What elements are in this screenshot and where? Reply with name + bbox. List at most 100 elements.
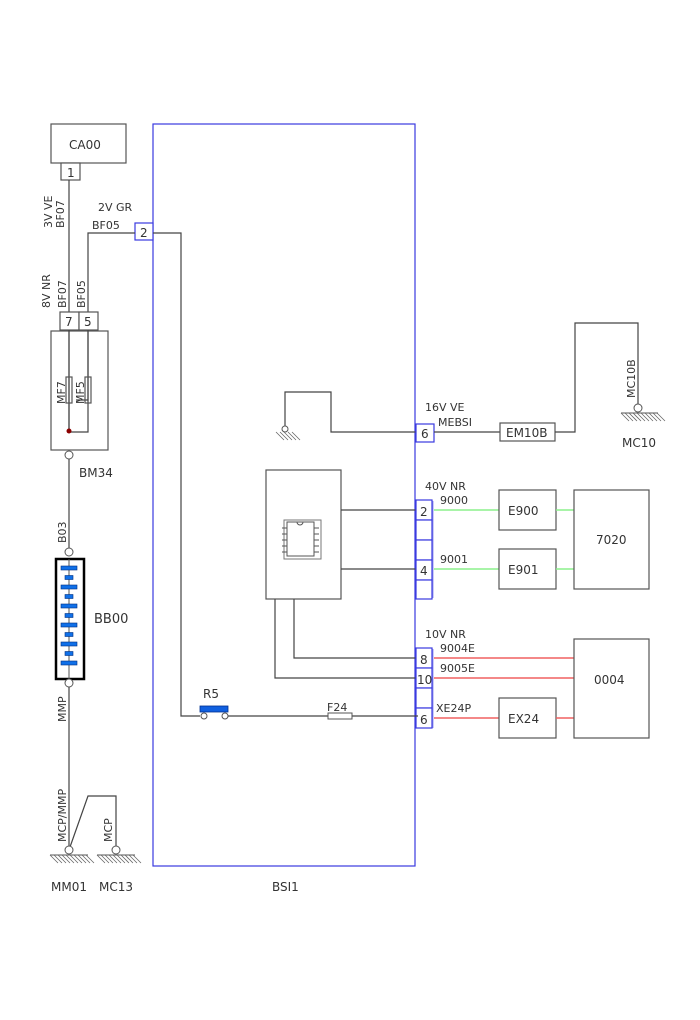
battery-cell <box>64 594 74 599</box>
ground-hatch-line <box>632 412 642 422</box>
fuse-mf7 <box>65 376 73 404</box>
ground-hatch-line <box>61 854 71 864</box>
wire-9004e-label: 9004E <box>440 642 475 655</box>
battery-cell <box>60 641 78 647</box>
ca00-wire-label: BF07 <box>54 200 67 228</box>
bm34-box[interactable] <box>50 330 109 451</box>
conn10-pins <box>415 647 433 729</box>
e900-label: E900 <box>508 504 539 518</box>
bm34-connector-label: 8V NR <box>40 274 53 308</box>
battery-cell <box>60 660 78 666</box>
mc13-label: MC13 <box>99 880 133 894</box>
bm34-wire-b-label: BF05 <box>75 280 88 308</box>
component-em10b[interactable]: EM10B <box>499 422 556 442</box>
ground-hatch-line <box>81 854 91 864</box>
ground-mc10[interactable] <box>620 403 666 422</box>
conn10-pin-b-label: 10 <box>417 673 432 687</box>
bm34-label: BM34 <box>79 466 113 480</box>
ground-mc13[interactable] <box>96 845 142 864</box>
ground-hatch-line <box>104 854 114 864</box>
ex24-label: EX24 <box>508 712 539 726</box>
component-e900[interactable]: E900 <box>498 489 557 531</box>
wire-mc10b-label: MC10B <box>625 359 638 398</box>
battery-cell <box>64 651 74 656</box>
ground-hatch-line <box>65 854 75 864</box>
component-ex24[interactable]: EX24 <box>498 697 557 739</box>
ca00-connector-label: 3V VE <box>42 195 55 228</box>
bb00-label: BB00 <box>94 612 128 627</box>
ground-hatch-line <box>112 854 122 864</box>
battery-bb00[interactable] <box>54 557 86 681</box>
fuse-f24[interactable] <box>327 712 353 720</box>
ground-hatch-line <box>275 431 285 441</box>
bsi-box[interactable] <box>152 123 416 867</box>
ground-hatch-line <box>279 431 289 441</box>
bm34-pin-a-label: 7 <box>65 315 73 329</box>
bsi-top-wire-label: BF05 <box>92 219 120 232</box>
conn40-pin-b-label: 4 <box>420 564 428 578</box>
ca00-pin-box <box>60 162 81 181</box>
wire-9000-label: 9000 <box>440 494 468 507</box>
em10b-label: EM10B <box>506 426 547 440</box>
ground-hatch-line <box>73 854 83 864</box>
ground-hatch-line <box>636 412 646 422</box>
component-0004[interactable]: 0004 <box>573 638 650 739</box>
conn16-pin-box <box>415 423 435 443</box>
wire-b03-label: B03 <box>56 521 69 543</box>
ground-hatch-line <box>648 412 658 422</box>
conn40-pins <box>415 499 433 600</box>
component-ca00[interactable]: CA00 <box>50 123 127 164</box>
ca00-label: CA00 <box>69 138 101 152</box>
ground-hatch-line <box>108 854 118 864</box>
conn40-pin-a-label: 2 <box>420 505 428 519</box>
chip-icon <box>282 519 322 560</box>
ground-hatch-line <box>69 854 79 864</box>
bsi-top-pin-label: 2 <box>140 226 148 240</box>
battery-cell <box>64 613 74 618</box>
ground-mm01[interactable] <box>49 845 95 864</box>
ground-hatch-line <box>53 854 63 864</box>
ground-hatch-line <box>128 854 138 864</box>
ground-hatch-line <box>132 854 142 864</box>
component-7020[interactable]: 7020 <box>573 489 650 590</box>
mm01-label: MM01 <box>51 880 87 894</box>
ca00-pin-label: 1 <box>67 166 75 180</box>
component-e901[interactable]: E901 <box>498 548 557 590</box>
fuse-mf5 <box>84 376 92 404</box>
wire-9005e-label: 9005E <box>440 662 475 675</box>
ground-hatch-line <box>124 854 134 864</box>
ground-hatch-line <box>291 431 301 441</box>
wire-mmp-label: MMP <box>56 696 69 722</box>
ground-hatch-line <box>85 854 95 864</box>
bm34-wire-a-label: BF07 <box>56 280 69 308</box>
internal-ground <box>275 425 301 441</box>
ground-hatch-line <box>652 412 662 422</box>
battery-cell <box>64 632 74 637</box>
ground-hatch-line <box>620 412 630 422</box>
conn10-pin-c-label: 6 <box>420 713 428 727</box>
c0004-label: 0004 <box>594 673 625 687</box>
relay-r5[interactable] <box>199 705 229 713</box>
ground-hatch-line <box>624 412 634 422</box>
mc10-label: MC10 <box>622 436 656 450</box>
ground-hatch-line <box>49 854 59 864</box>
e901-label: E901 <box>508 563 539 577</box>
fuse-f24-label: F24 <box>327 701 347 714</box>
ground-hatch-line <box>96 854 106 864</box>
bsi-label: BSI1 <box>272 880 299 894</box>
ground-hatch-line <box>628 412 638 422</box>
battery-cell <box>64 575 74 580</box>
ground-hatch-line <box>100 854 110 864</box>
bm34-pin-b-label: 5 <box>84 315 92 329</box>
bsi-top-connector-label: 2V GR <box>98 201 133 214</box>
wire-internal-relay[interactable] <box>153 232 200 717</box>
ground-hatch-line <box>640 412 650 422</box>
ground-hatch-line <box>116 854 126 864</box>
c7020-label: 7020 <box>596 533 627 547</box>
wire-mcp[interactable] <box>69 795 117 848</box>
wire-mcp-mmp-label: MCP/MMP <box>56 789 69 842</box>
conn40-label: 40V NR <box>425 480 466 493</box>
wire-mc10b[interactable] <box>555 322 639 433</box>
wire-internal-ground[interactable] <box>284 391 418 433</box>
